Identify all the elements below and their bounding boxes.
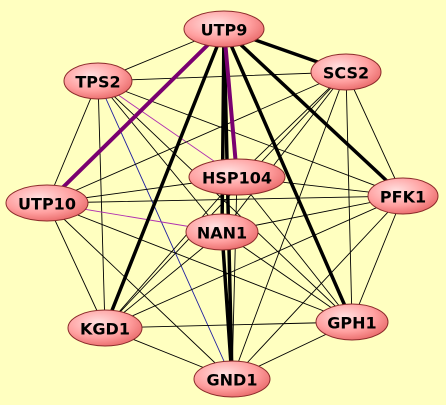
edge-utp10-pfk1 xyxy=(46,195,404,204)
edge-utp10-gnd1 xyxy=(46,202,233,380)
edge-utp9-pfk1 xyxy=(222,27,405,198)
edge-scs2-nan1 xyxy=(221,71,347,233)
edge-utp10-gph1 xyxy=(46,202,353,323)
node-kgd1[interactable]: KGD1 xyxy=(67,309,143,347)
edge-utp9-hsp104 xyxy=(222,27,239,179)
node-scs2[interactable]: SCS2 xyxy=(310,53,382,91)
node-tps2[interactable]: TPS2 xyxy=(63,62,133,100)
edge-utp9-gnd1 xyxy=(222,27,234,381)
edge-tps2-kgd1 xyxy=(97,80,106,329)
node-gph1[interactable]: GPH1 xyxy=(315,303,389,341)
edge-scs2-pfk1 xyxy=(345,71,404,197)
node-label: PFK1 xyxy=(380,188,426,207)
node-ellipse xyxy=(315,303,389,341)
edge-nan1-gnd1 xyxy=(220,230,234,381)
edge-pfk1-kgd1 xyxy=(104,195,404,329)
node-ellipse xyxy=(367,177,439,215)
node-gnd1[interactable]: GND1 xyxy=(193,360,271,398)
node-ellipse xyxy=(67,309,143,347)
node-hsp104[interactable]: HSP104 xyxy=(188,158,286,196)
node-label: TPS2 xyxy=(75,73,120,92)
node-ellipse xyxy=(183,10,265,48)
edge-pfk1-gnd1 xyxy=(231,195,404,380)
node-label: GND1 xyxy=(207,371,258,390)
node-label: UTP9 xyxy=(201,21,248,40)
edge-utp9-kgd1 xyxy=(103,27,226,330)
edge-tps2-utp10 xyxy=(46,80,99,204)
edge-utp10-kgd1 xyxy=(46,202,106,329)
edge-nan1-gph1 xyxy=(221,231,353,323)
node-utp9[interactable]: UTP9 xyxy=(183,10,265,48)
node-nan1[interactable]: NAN1 xyxy=(185,213,259,251)
edge-scs2-utp10 xyxy=(46,71,347,204)
edge-pfk1-gph1 xyxy=(351,195,404,323)
node-ellipse xyxy=(63,62,133,100)
edge-hsp104-kgd1 xyxy=(104,176,238,329)
node-ellipse xyxy=(310,53,382,91)
node-label: GPH1 xyxy=(327,314,376,333)
edge-utp9-nan1 xyxy=(220,27,226,234)
edge-scs2-kgd1 xyxy=(104,71,347,329)
edge-scs2-hsp104 xyxy=(236,71,347,178)
node-ellipse xyxy=(185,213,259,251)
node-label: UTP10 xyxy=(18,195,76,214)
node-label: HSP104 xyxy=(202,169,272,188)
edge-tps2-nan1 xyxy=(97,80,223,233)
edge-hsp104-gph1 xyxy=(236,176,353,323)
edge-nan1-kgd1 xyxy=(104,231,223,329)
node-label: SCS2 xyxy=(323,64,369,83)
node-label: NAN1 xyxy=(197,224,247,243)
edge-utp9-utp10 xyxy=(45,27,226,205)
edge-utp9-gph1 xyxy=(222,27,354,324)
node-pfk1[interactable]: PFK1 xyxy=(367,177,439,215)
edges-layer xyxy=(45,27,405,381)
node-ellipse xyxy=(5,184,89,222)
node-utp10[interactable]: UTP10 xyxy=(5,184,89,222)
node-ellipse xyxy=(193,360,271,398)
edge-tps2-gph1 xyxy=(97,80,353,323)
node-ellipse xyxy=(188,158,286,196)
node-label: KGD1 xyxy=(80,320,130,339)
